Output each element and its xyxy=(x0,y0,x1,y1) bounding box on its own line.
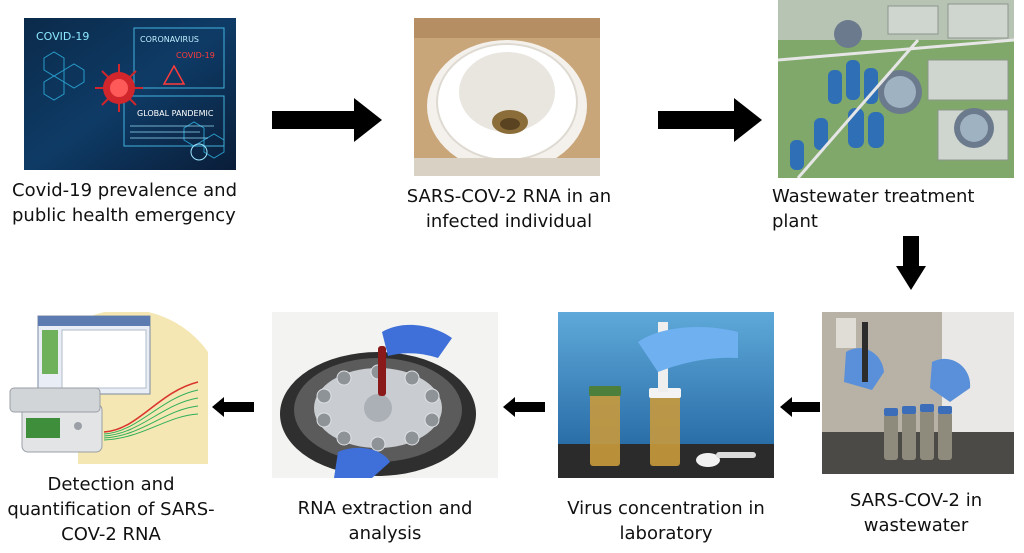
toilet-image xyxy=(414,18,600,176)
coronavirus-screen-text: CORONAVIRUS xyxy=(140,35,199,44)
step-7-caption: Detection and quantification of SARS- CO… xyxy=(7,474,215,545)
treatment-plant-image xyxy=(778,0,1014,178)
arrow-left-3 xyxy=(780,397,820,417)
covid-emergency-image: COVID-19 CORONAVIRUS COVID-19 GLOBAL PAN… xyxy=(24,18,236,170)
sample-jars-image xyxy=(558,312,774,478)
step-4-caption: SARS-COV-2 in wastewater xyxy=(849,490,983,536)
arrow-right-2 xyxy=(658,98,762,142)
arrow-left-1 xyxy=(212,397,254,417)
centrifuge-image xyxy=(272,312,498,478)
covid-screen-title: COVID-19 xyxy=(36,30,89,43)
global-pandemic-screen-text: GLOBAL PANDEMIC xyxy=(137,109,214,118)
step-5-caption: Virus concentration in laboratory xyxy=(567,498,765,544)
step-3-caption: Wastewater treatment plant xyxy=(772,186,975,232)
arrow-down xyxy=(896,236,926,290)
covid-red-screen-text: COVID-19 xyxy=(176,51,215,60)
pcr-machine-image xyxy=(8,312,208,464)
step-2-caption: SARS-COV-2 RNA in an infected individual xyxy=(406,186,612,232)
wastewater-sampling-image xyxy=(822,312,1014,474)
arrow-left-2 xyxy=(503,397,545,417)
step-6-caption: RNA extraction and analysis xyxy=(297,498,473,544)
arrow-right-1 xyxy=(272,98,382,142)
step-1-caption: Covid-19 prevalence and public health em… xyxy=(12,180,238,226)
